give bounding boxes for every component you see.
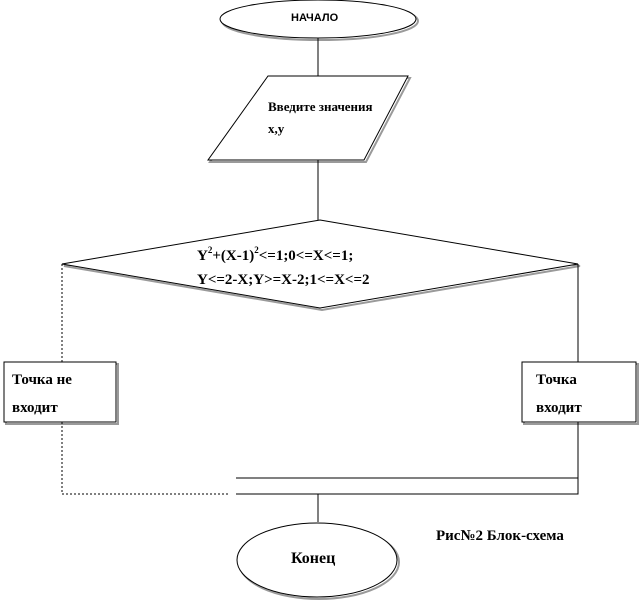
- input-label-line2: x,y: [268, 121, 285, 136]
- end-label: Конец: [291, 550, 336, 567]
- yes-branch-label-line1: Точка: [536, 372, 577, 388]
- condition-exp2: 2: [254, 245, 259, 255]
- yes-branch-label: Точка входит: [536, 366, 582, 422]
- condition-label-line1: Y2+(X-1)2<=1;0<=X<=1;: [197, 244, 370, 268]
- connector-no-merge: [61, 422, 228, 495]
- no-branch-box: [3, 361, 117, 423]
- connector-yes-merge: [236, 422, 579, 495]
- condition-tail: <=1;0<=X<=1;: [258, 248, 354, 264]
- condition-exp1: 2: [207, 245, 213, 255]
- input-parallelogram: [207, 75, 409, 161]
- no-branch-label-line1: Точка не: [12, 372, 72, 388]
- condition-y: Y: [197, 248, 208, 264]
- condition-x-term: +(X-1): [212, 248, 255, 264]
- condition-label: Y2+(X-1)2<=1;0<=X<=1; Y<=2-X;Y>=X-2;1<=X…: [197, 244, 370, 292]
- figure-caption: Рис№2 Блок-схема: [436, 528, 564, 544]
- no-branch-label: Точка не входит: [12, 366, 72, 422]
- condition-diamond: [61, 219, 579, 309]
- condition-label-line2: Y<=2-X;Y>=X-2;1<=X<=2: [197, 272, 370, 288]
- yes-branch-label-line2: входит: [536, 400, 582, 416]
- end-terminator: [236, 522, 398, 598]
- input-label-line1: Введите значения: [268, 99, 373, 114]
- start-label: НАЧАЛО: [291, 12, 339, 24]
- input-label: Введите значения x,y: [268, 96, 373, 140]
- yes-branch-box: [521, 361, 637, 423]
- no-branch-label-line2: входит: [12, 400, 58, 416]
